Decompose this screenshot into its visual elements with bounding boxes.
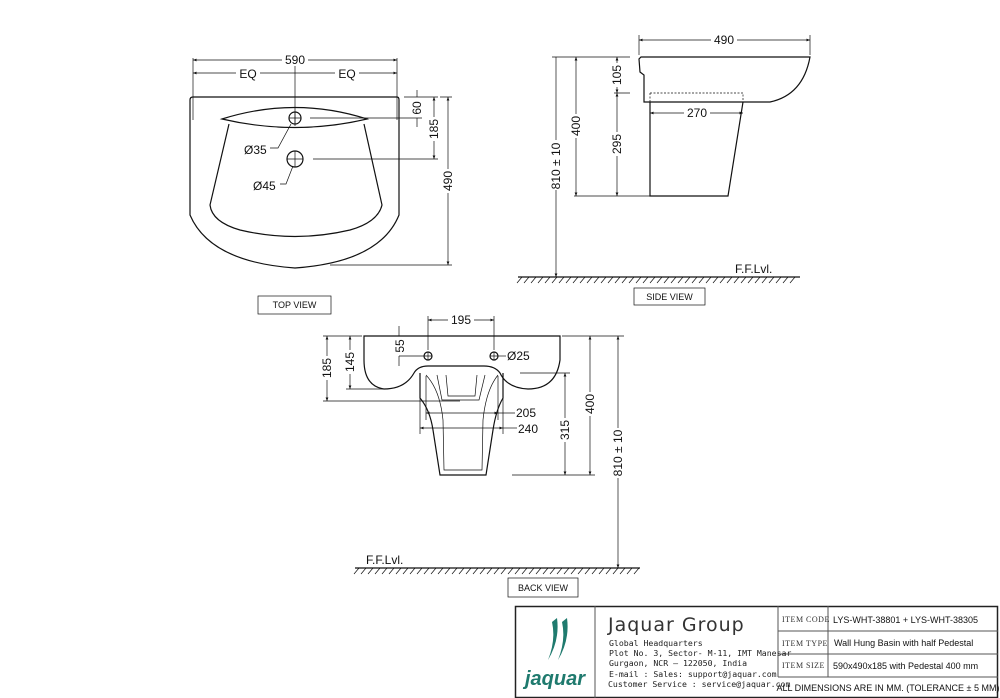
- dim-eq-right: EQ: [338, 67, 355, 81]
- address-line: E-mail : Sales: support@jaquar.com: [609, 669, 777, 679]
- basin-deck: [219, 106, 370, 129]
- address-line: Global Headquarters: [609, 638, 703, 648]
- logo-text: jaquar: [522, 668, 586, 690]
- company-name: Jaquar Group: [607, 614, 745, 636]
- dim-145: 145: [343, 352, 357, 372]
- item-code-value: LYS-WHT-38801 + LYS-WHT-38305: [833, 615, 978, 625]
- floor-hatch: [516, 276, 796, 284]
- top-view-label-box: [257, 295, 332, 315]
- dim-55: 55: [393, 339, 407, 353]
- dim-eq-left: EQ: [239, 67, 256, 81]
- dim-back-185: 185: [320, 358, 334, 378]
- dim-295: 295: [610, 134, 624, 154]
- title-block: jaquar Jaquar Group Global Headquarters …: [514, 605, 1000, 698]
- dim-195: 195: [451, 313, 471, 327]
- back-pedestal: [419, 373, 504, 476]
- fixing-hole-right-icon: [489, 351, 499, 361]
- item-size-label: ITEM SIZE: [782, 661, 825, 670]
- dim-185: 185: [427, 119, 441, 139]
- fixing-hole-left-icon: [423, 351, 433, 361]
- address-line: Customer Service : service@jaquar.com: [608, 679, 790, 689]
- dim-depth: 490: [714, 33, 734, 47]
- dim-back-400: 400: [583, 394, 597, 414]
- dim-fixing-hole: Ø25: [507, 349, 530, 363]
- side-pedestal: [649, 101, 744, 197]
- top-view: 590 EQ EQ 60 185 490 Ø35 Ø45 TOP VIEW: [189, 53, 455, 315]
- dim-back-height: 810 ± 10: [611, 429, 625, 476]
- back-view-label: BACK VIEW: [518, 583, 569, 593]
- dim-105: 105: [610, 65, 624, 85]
- dim-205: 205: [516, 406, 536, 420]
- side-view-label-box: [633, 287, 706, 306]
- address-line: Plot No. 3, Sector- M-11, IMT Manesar: [609, 648, 791, 658]
- side-view: 490 270 810 ± 10 400 105 295 F.F.Lvl. SI…: [516, 33, 811, 306]
- dim-width: 590: [285, 53, 305, 67]
- jaquar-logo: jaquar: [522, 618, 586, 690]
- floor-hatch: [353, 567, 640, 575]
- dim-waste-hole: Ø45: [253, 179, 276, 193]
- basin-outline: [189, 96, 400, 269]
- dim-side-height: 810 ± 10: [549, 142, 563, 189]
- tolerance-note: ALL DIMENSIONS ARE IN MM. (TOLERANCE ± 5…: [777, 683, 1000, 693]
- basin-bowl: [209, 123, 383, 238]
- dim-490: 490: [441, 171, 455, 191]
- item-type-value: Wall Hung Basin with half Pedestal: [834, 638, 973, 648]
- item-size-value: 590x490x185 with Pedestal 400 mm: [833, 661, 978, 671]
- side-view-label: SIDE VIEW: [646, 292, 693, 302]
- side-basin: [638, 56, 811, 103]
- back-view-label-box: [507, 577, 579, 598]
- dim-pedestal-depth: 270: [687, 106, 707, 120]
- back-floor-label: F.F.Lvl.: [366, 553, 403, 567]
- waste-hole-icon: [286, 150, 304, 168]
- item-code-label: ITEM CODE: [782, 615, 830, 624]
- item-type-label: ITEM TYPE: [782, 639, 828, 648]
- address-line: Gurgaon, NCR — 122050, India: [609, 658, 747, 668]
- dim-side-400: 400: [569, 116, 583, 136]
- side-floor-label: F.F.Lvl.: [735, 262, 772, 276]
- dim-240: 240: [518, 422, 538, 436]
- top-view-label: TOP VIEW: [273, 300, 317, 310]
- back-view: 195 55 145 185 Ø25 205 240 315 400 810 ±…: [320, 313, 640, 598]
- dim-60: 60: [410, 101, 424, 115]
- dim-315: 315: [558, 420, 572, 440]
- dim-tap-hole: Ø35: [244, 143, 267, 157]
